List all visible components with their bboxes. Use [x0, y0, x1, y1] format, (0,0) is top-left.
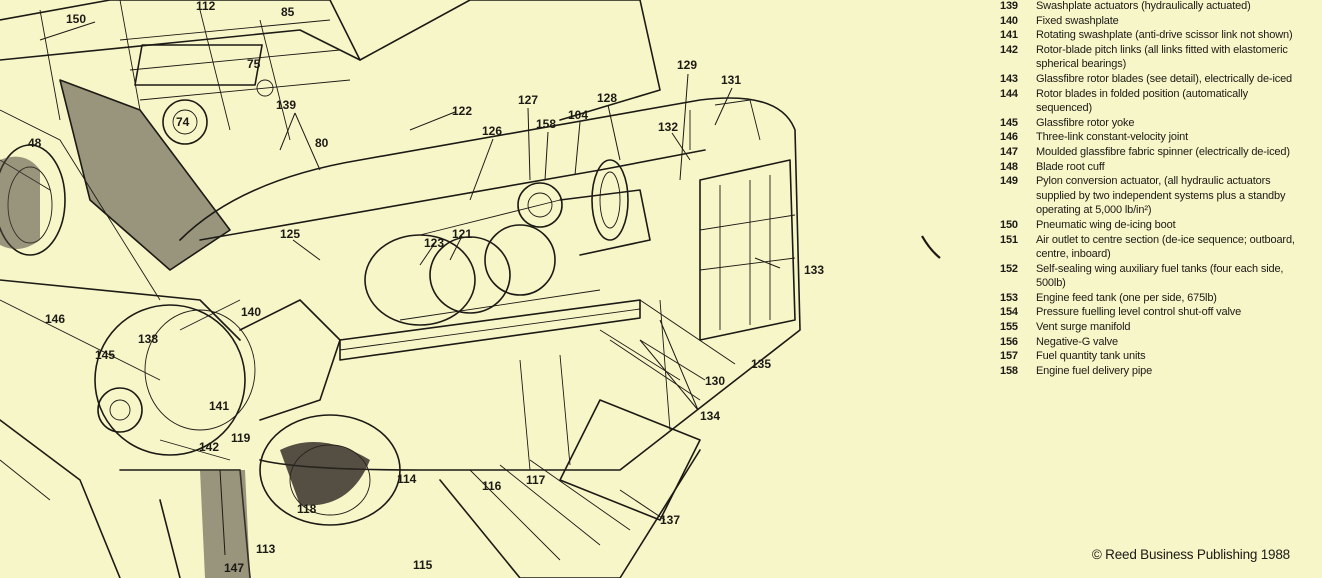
- key-description: Pneumatic wing de-icing boot: [1036, 218, 1176, 231]
- key-item: 147 Moulded glassfibre fabric spinner (el…: [1000, 145, 1300, 160]
- key-description: Negative-G valve: [1036, 335, 1118, 348]
- key-number: 140: [1000, 14, 1018, 27]
- key-description: Self-sealing wing auxiliary fuel tanks (…: [1036, 262, 1284, 290]
- key-description: Rotor blades in folded position (automat…: [1036, 87, 1248, 115]
- key-description: Glassfibre rotor yoke: [1036, 116, 1135, 129]
- key-description: Blade root cuff: [1036, 160, 1105, 173]
- key-number: 148: [1000, 160, 1018, 173]
- key-number: 149: [1000, 175, 1018, 188]
- key-item: 150 Pneumatic wing de-icing boot: [1000, 218, 1300, 233]
- key-item: 155 Vent surge manifold: [1000, 320, 1300, 335]
- key-description: Rotor-blade pitch links (all links fitte…: [1036, 43, 1288, 71]
- key-number: 158: [1000, 364, 1018, 377]
- key-number: 144: [1000, 87, 1018, 100]
- key-item: 157 Fuel quantity tank units: [1000, 349, 1300, 364]
- parts-key: 139 Swashplate actuators (hydraulically a…: [1000, 0, 1322, 578]
- key-number: 142: [1000, 43, 1018, 56]
- copyright-notice: © Reed Business Publishing 1988: [1091, 547, 1290, 562]
- key-description: Rotating swashplate (anti-drive scissor …: [1036, 29, 1293, 42]
- key-item: 143 Glassfibre rotor blades (see detail),…: [1000, 72, 1300, 87]
- key-item: 149 Pylon conversion actuator, (all hydra…: [1000, 174, 1300, 218]
- key-number: 153: [1000, 291, 1018, 304]
- key-number: 143: [1000, 72, 1018, 85]
- key-item: 153 Engine feed tank (one per side, 675lb…: [1000, 291, 1300, 306]
- key-description: Three-link constant-velocity joint: [1036, 131, 1189, 144]
- key-item: 156 Negative-G valve: [1000, 335, 1300, 350]
- key-description: Engine fuel delivery pipe: [1036, 364, 1153, 377]
- key-number: 152: [1000, 262, 1018, 275]
- key-number: 154: [1000, 306, 1018, 319]
- key-item: 146 Three-link constant-velocity joint: [1000, 130, 1300, 145]
- key-item: 144 Rotor blades in folded position (auto…: [1000, 87, 1300, 116]
- key-description: Engine feed tank (one per side, 675lb): [1036, 291, 1217, 304]
- key-item: 148 Blade root cuff: [1000, 160, 1300, 175]
- key-description: Pressure fuelling level control shut-off…: [1036, 306, 1242, 319]
- key-item: 158 Engine fuel delivery pipe: [1000, 364, 1300, 379]
- key-item: 145 Glassfibre rotor yoke: [1000, 116, 1300, 131]
- key-description: Fixed swashplate: [1036, 14, 1119, 27]
- key-description: Fuel quantity tank units: [1036, 350, 1146, 363]
- key-description: Pylon conversion actuator, (all hydrauli…: [1036, 175, 1286, 217]
- key-item: 142 Rotor-blade pitch links (all links fi…: [1000, 43, 1300, 72]
- key-number: 141: [1000, 29, 1018, 42]
- key-item: 140 Fixed swashplate: [1000, 14, 1300, 29]
- key-description: Air outlet to centre section (de-ice seq…: [1036, 233, 1295, 261]
- cutaway-illustration: [0, 0, 941, 578]
- key-description: Glassfibre rotor blades (see detail), el…: [1036, 72, 1293, 85]
- key-item: 152 Self-sealing wing auxiliary fuel tank…: [1000, 262, 1300, 291]
- key-number: 139: [1000, 0, 1018, 12]
- key-description: Vent surge manifold: [1036, 321, 1131, 334]
- key-number: 146: [1000, 131, 1018, 144]
- key-number: 145: [1000, 116, 1018, 129]
- key-item: 151 Air outlet to centre section (de-ice …: [1000, 233, 1300, 262]
- key-item: 139 Swashplate actuators (hydraulically a…: [1000, 0, 1300, 14]
- nacelle-cutaway-drawing: [0, 0, 941, 578]
- key-item: 154 Pressure fuelling level control shut-…: [1000, 305, 1300, 320]
- key-number: 150: [1000, 218, 1018, 231]
- key-item: 141 Rotating swashplate (anti-drive sciss…: [1000, 28, 1300, 43]
- key-description: Moulded glassfibre fabric spinner (elect…: [1036, 145, 1290, 158]
- key-description: Swashplate actuators (hydraulically actu…: [1036, 0, 1251, 12]
- key-number: 147: [1000, 145, 1018, 158]
- key-number: 151: [1000, 233, 1018, 246]
- parts-key-list: 139 Swashplate actuators (hydraulically a…: [1000, 0, 1300, 378]
- key-number: 156: [1000, 335, 1018, 348]
- key-number: 157: [1000, 350, 1018, 363]
- key-number: 155: [1000, 321, 1018, 334]
